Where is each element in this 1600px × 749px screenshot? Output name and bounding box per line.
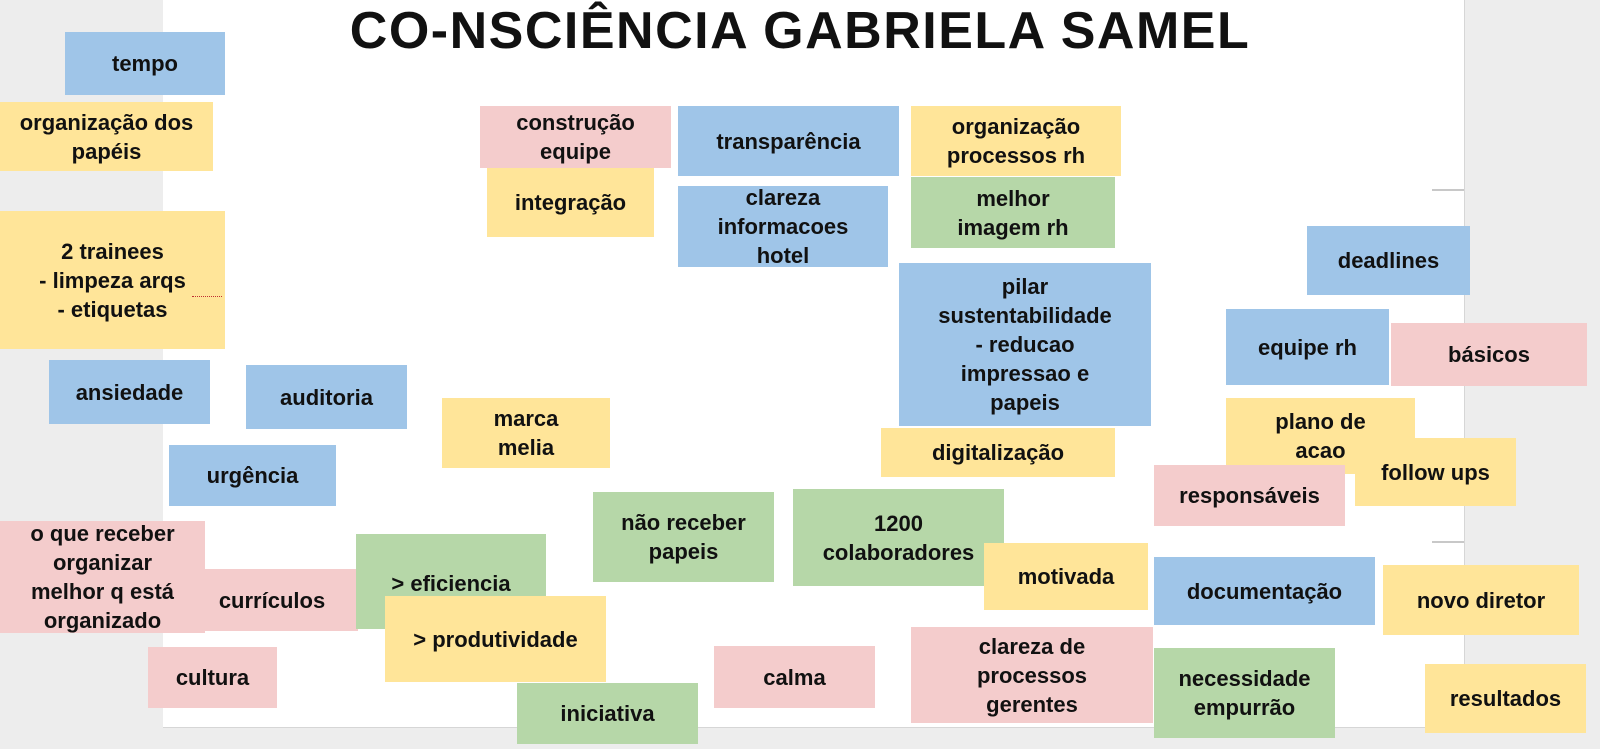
sticky-note-follow-ups[interactable]: follow ups <box>1355 438 1516 506</box>
sticky-note-ansiedade[interactable]: ansiedade <box>49 360 210 424</box>
sticky-note-iniciativa[interactable]: iniciativa <box>517 683 698 744</box>
sticky-note-nao-receber-papeis[interactable]: não receber papeis <box>593 492 774 582</box>
note-text: iniciativa <box>560 701 655 726</box>
sticky-note-melhor-imagem[interactable]: melhor imagem rh <box>911 177 1115 248</box>
note-text: responsáveis <box>1179 483 1320 508</box>
sticky-note-marca-melia[interactable]: marca melia <box>442 398 610 468</box>
note-text: melhor imagem rh <box>957 185 1069 240</box>
note-text: pilar sustentabilidade - reducao impress… <box>938 274 1112 415</box>
sticky-note-necessidade-empurrao[interactable]: necessidade empurrão <box>1154 648 1335 738</box>
sticky-note-responsaveis[interactable]: responsáveis <box>1154 465 1345 526</box>
sticky-note-integracao[interactable]: integração <box>487 168 654 237</box>
note-text: currículos <box>218 587 326 613</box>
note-text: clareza informacoes hotel <box>717 185 849 268</box>
note-text: 1200 colaboradores <box>822 510 975 565</box>
note-text: organização processos rh <box>946 114 1086 168</box>
note-text: cultura <box>175 665 250 690</box>
note-text: equipe rh <box>1257 334 1357 360</box>
sticky-note-transparencia[interactable]: transparência <box>678 106 899 176</box>
slide-edge-mark <box>1432 541 1464 543</box>
sticky-note-documentacao[interactable]: documentação <box>1154 557 1375 625</box>
sticky-note-calma[interactable]: calma <box>714 646 875 708</box>
sticky-note-motivada[interactable]: motivada <box>984 543 1148 610</box>
note-text: transparência <box>716 128 861 154</box>
note-text: urgência <box>206 463 299 488</box>
sticky-note-digitalizacao[interactable]: digitalização <box>881 428 1115 477</box>
spellcheck-underline <box>192 293 222 297</box>
sticky-note-1200-colaboradores[interactable]: 1200 colaboradores <box>793 489 1004 586</box>
sticky-note-cultura[interactable]: cultura <box>148 647 277 708</box>
note-text: o que receber organizar melhor q está or… <box>30 521 175 633</box>
note-text: construção equipe <box>516 110 635 164</box>
note-text: ansiedade <box>75 379 184 405</box>
sticky-note-o-que-receber[interactable]: o que receber organizar melhor q está or… <box>0 521 205 633</box>
sticky-note-produtividade[interactable]: > produtividade <box>385 596 606 682</box>
sticky-note-resultados[interactable]: resultados <box>1425 664 1586 733</box>
sticky-note-trainees[interactable]: 2 trainees - limpeza arqs - etiquetas <box>0 211 225 349</box>
note-text: resultados <box>1449 686 1562 711</box>
note-text: motivada <box>1017 564 1115 589</box>
sticky-note-organizacao-processos[interactable]: organização processos rh <box>911 106 1121 176</box>
note-text: plano de acao <box>1275 409 1366 463</box>
note-text: clareza de processos gerentes <box>976 633 1088 717</box>
note-text: necessidade empurrão <box>1178 666 1311 720</box>
note-text: 2 trainees - limpeza arqs - etiquetas <box>39 238 186 322</box>
sticky-note-plano-de-acao[interactable]: plano de acao <box>1226 398 1415 474</box>
note-text: digitalização <box>931 440 1065 465</box>
note-text: tempo <box>112 51 178 76</box>
sticky-note-auditoria[interactable]: auditoria <box>246 365 407 429</box>
note-text: integração <box>514 190 627 215</box>
sticky-note-deadlines[interactable]: deadlines <box>1307 226 1470 295</box>
sticky-note-curriculos[interactable]: currículos <box>186 569 358 631</box>
slide-edge-mark <box>1432 189 1464 191</box>
sticky-note-clareza-processos[interactable]: clareza de processos gerentes <box>911 627 1153 723</box>
sticky-note-equipe-rh[interactable]: equipe rh <box>1226 309 1389 385</box>
note-text: não receber papeis <box>621 510 746 564</box>
note-text: documentação <box>1186 578 1343 604</box>
sticky-note-tempo[interactable]: tempo <box>65 32 225 95</box>
note-text: deadlines <box>1337 248 1440 273</box>
sticky-note-urgencia[interactable]: urgência <box>169 445 336 506</box>
sticky-note-basicos[interactable]: básicos <box>1391 323 1587 386</box>
sticky-note-pilar-sustentabilidade[interactable]: pilar sustentabilidade - reducao impress… <box>899 263 1151 426</box>
note-text: calma <box>763 664 826 690</box>
sticky-note-clareza-informacoes[interactable]: clareza informacoes hotel <box>678 185 888 268</box>
note-text: marca melia <box>493 406 559 460</box>
note-text: > produtividade <box>413 626 578 652</box>
note-text: auditoria <box>280 384 373 410</box>
sticky-note-novo-diretor[interactable]: novo diretor <box>1383 565 1579 635</box>
note-text: novo diretor <box>1416 587 1546 613</box>
note-text: organização dos papéis <box>19 109 194 164</box>
page-title: CO-NSCIÊNCIA GABRIELA SAMEL <box>349 2 1251 60</box>
sticky-note-construcao-equipe[interactable]: construção equipe <box>480 106 671 168</box>
note-text: básicos <box>1448 342 1530 367</box>
sticky-note-organizacao-papeis[interactable]: organização dos papéis <box>0 102 213 171</box>
note-text: follow ups <box>1381 459 1490 485</box>
note-text: > eficiencia <box>391 571 511 596</box>
